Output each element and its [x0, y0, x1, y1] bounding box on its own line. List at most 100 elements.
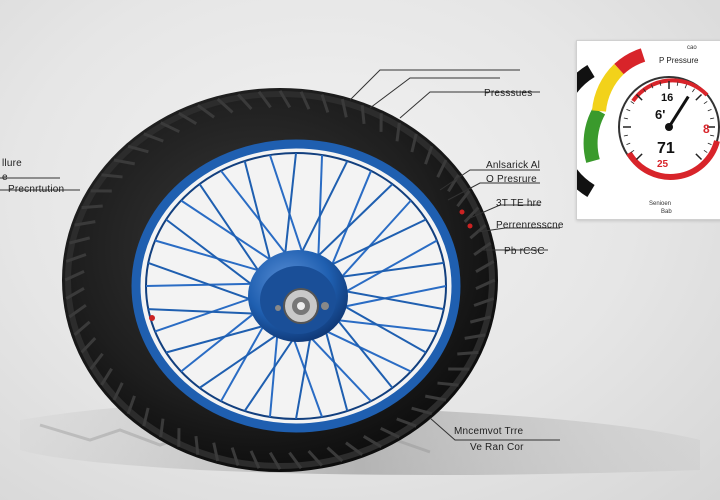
wheel-hub: [248, 250, 348, 342]
tire-tread: [64, 90, 496, 470]
tread-groove: [307, 449, 323, 467]
valve-marker: [459, 209, 465, 215]
gauge-tick: [710, 134, 715, 137]
tread-groove: [360, 105, 366, 125]
tread-groove: [396, 417, 417, 428]
gauge-bottom-sub: Bab: [661, 209, 672, 215]
gauge-tick: [626, 109, 631, 112]
tread-groove: [196, 104, 215, 119]
gauge-tick: [623, 134, 628, 137]
spoke: [331, 313, 394, 389]
tread-groove: [159, 418, 165, 438]
spoke: [337, 239, 438, 297]
gauge-tick: [635, 93, 643, 101]
gauge-value-small: 8: [703, 122, 710, 136]
spoke: [295, 329, 313, 420]
gauge-tick: [695, 93, 703, 101]
callout-lines: [0, 69, 560, 441]
tread-groove: [65, 287, 85, 300]
callout-label: Presssues: [484, 88, 533, 99]
tread-groove: [473, 241, 492, 257]
gauge-tick: [707, 142, 712, 145]
valve-marker: [467, 223, 473, 229]
tread-groove: [469, 315, 491, 324]
tread-groove: [143, 132, 164, 143]
tread-groove: [410, 133, 418, 153]
gauge-needle: [667, 95, 690, 128]
spoke: [332, 261, 444, 279]
tread-groove: [68, 303, 87, 319]
spoke: [337, 288, 444, 311]
gauge-tick: [676, 81, 679, 86]
tread-groove: [447, 174, 460, 193]
gauge-tick: [659, 81, 662, 86]
spoke: [327, 170, 372, 274]
tread-groove: [89, 352, 104, 371]
spoke: [336, 301, 427, 354]
spoke: [199, 329, 285, 389]
tread-groove: [194, 435, 200, 455]
tread-groove: [320, 94, 330, 113]
gauge-tick: [623, 117, 628, 120]
callout-label: Ve Ran Cor: [470, 442, 524, 453]
spoke: [310, 183, 394, 263]
gauge-value-top: 16: [661, 92, 673, 104]
spoke: [304, 330, 372, 402]
spoke: [317, 154, 324, 265]
spoke: [322, 323, 349, 412]
tread-groove: [127, 144, 149, 154]
tread-groove: [362, 434, 382, 449]
gauge-tick: [695, 153, 703, 161]
tread-groove: [81, 204, 103, 210]
tread-groove: [73, 320, 91, 337]
tread-groove: [395, 122, 401, 142]
gauge-value-bottom: 25: [657, 159, 669, 170]
gauge-tick: [643, 88, 646, 93]
spoke: [148, 308, 264, 316]
tread-groove: [230, 447, 240, 466]
gauge-tick: [630, 150, 635, 153]
tread-groove: [380, 426, 400, 439]
tread-groove: [457, 350, 479, 356]
spoke: [268, 327, 279, 418]
gauge-tick: [703, 101, 708, 104]
spoke: [154, 239, 268, 274]
tread-groove: [437, 381, 459, 387]
wheel-spokes: [145, 152, 447, 420]
tread-groove: [113, 158, 136, 166]
valve-marker: [149, 315, 155, 321]
callout-label: O Presrure: [486, 174, 537, 185]
callout-label: Perrenresscne: [496, 220, 564, 231]
tread-groove: [475, 278, 496, 290]
tread-groove: [469, 223, 487, 240]
tread-groove: [178, 111, 198, 126]
tread-groove: [257, 90, 272, 109]
spoke: [243, 331, 299, 412]
tread-groove: [100, 367, 113, 386]
tread-groove: [126, 395, 136, 415]
spoke: [269, 154, 306, 261]
tread-groove: [299, 91, 311, 110]
gauge-band-green: [583, 107, 606, 163]
tread-groove: [249, 450, 261, 469]
tread-groove: [65, 253, 87, 263]
gauge-tick: [710, 117, 715, 120]
callout-label: Precnrtution: [8, 184, 65, 195]
pressure-gauge-panel: cao P Pressure 16 6' 8 71 25 Senioen Bab: [576, 40, 720, 220]
callout-label: Mncemvot Trre: [454, 426, 524, 437]
tread-groove: [101, 173, 123, 179]
tread-groove: [80, 337, 97, 354]
tread-groove: [424, 394, 447, 402]
gauge-ticks: [623, 81, 715, 161]
callout-label: Anlsarick Al: [486, 160, 541, 171]
spoke: [220, 170, 292, 262]
spoke: [335, 285, 447, 310]
spoke: [147, 261, 259, 304]
tread-groove: [69, 236, 91, 245]
spoke: [328, 318, 438, 333]
tread-groove: [216, 97, 234, 114]
spoke: [323, 218, 427, 270]
tread-groove: [268, 451, 282, 470]
spoke: [198, 183, 265, 279]
